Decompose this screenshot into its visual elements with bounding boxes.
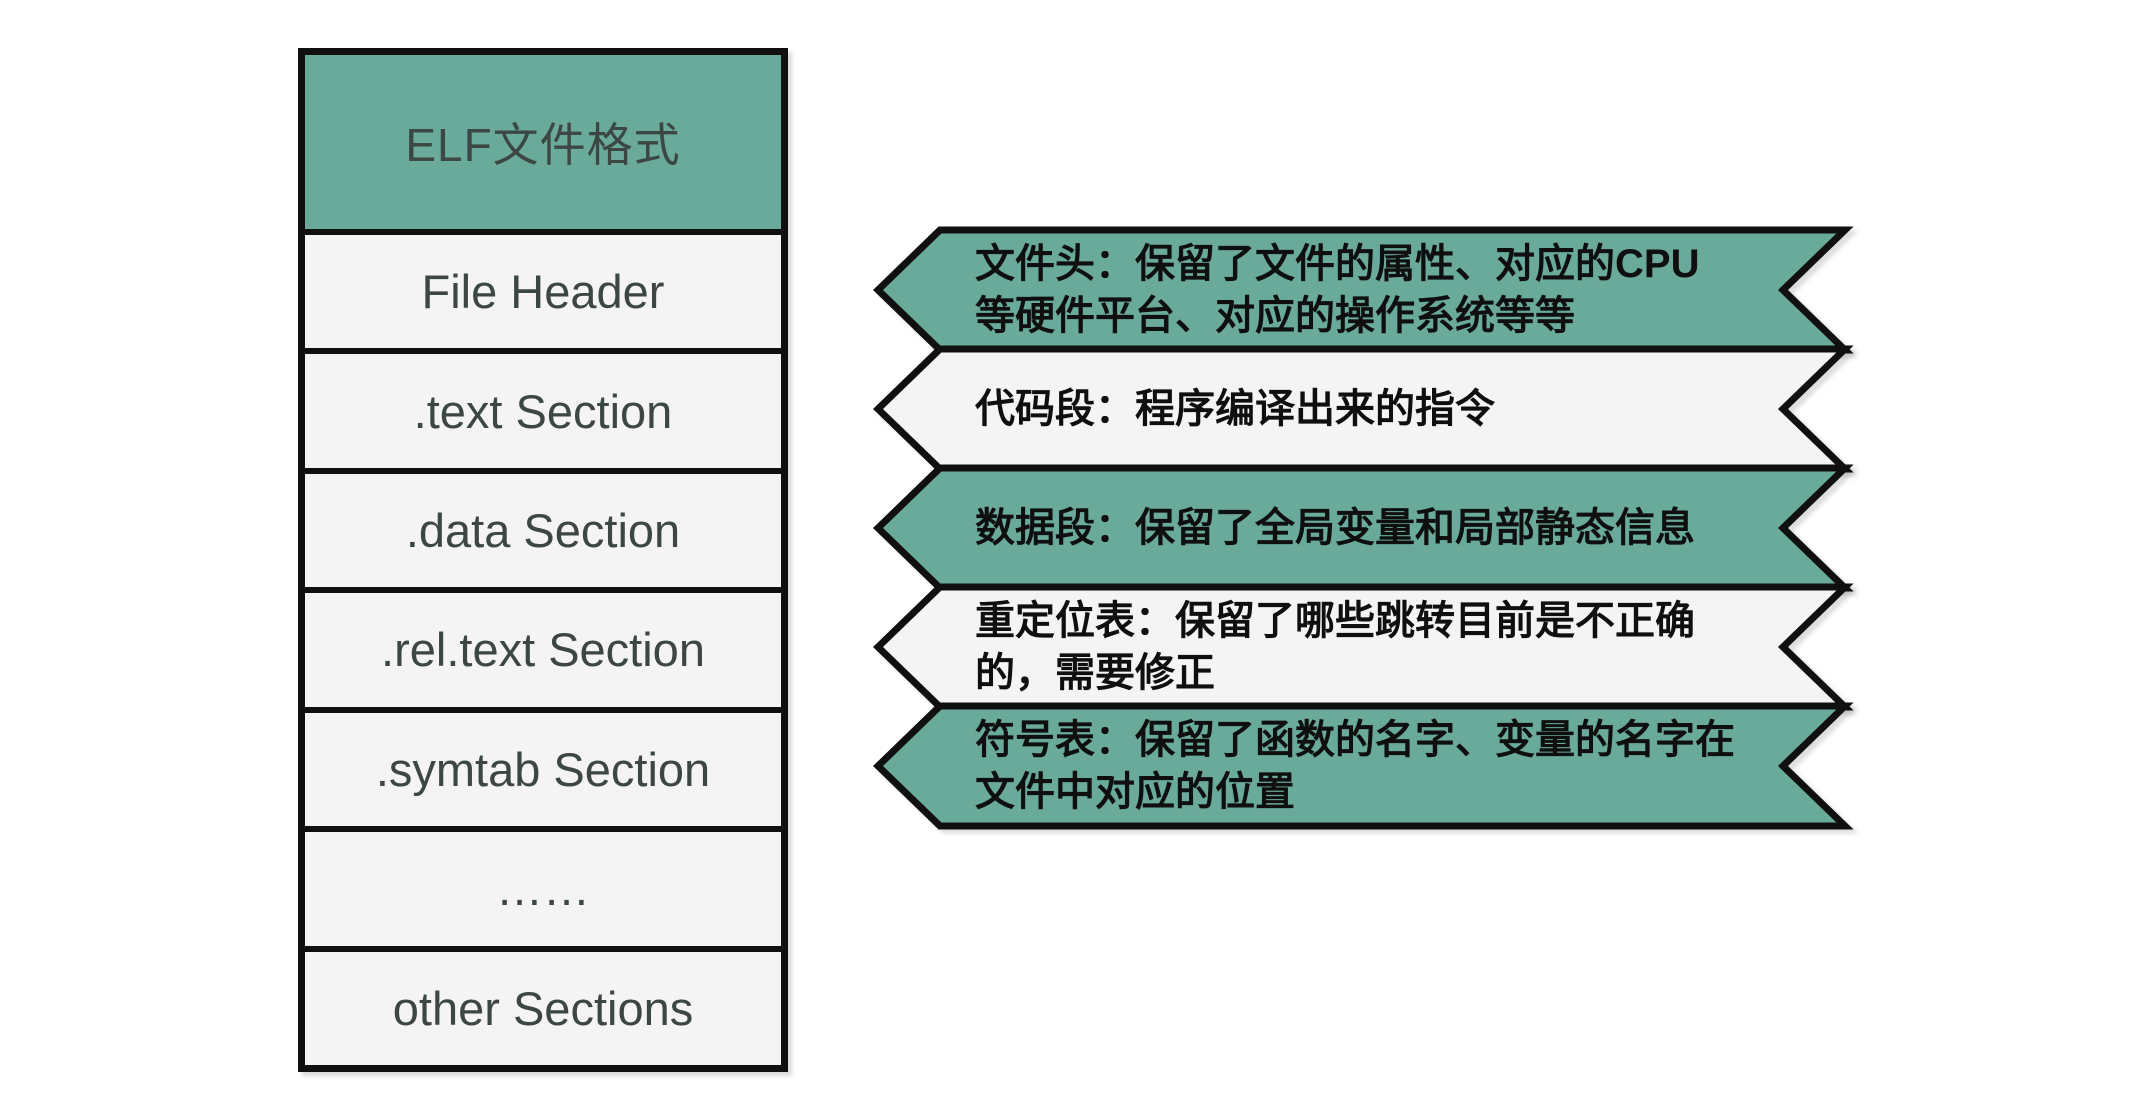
callout-text: 重定位表：保留了哪些跳转目前是不正确 的，需要修正	[975, 599, 1695, 695]
elf-structure-table: ELF文件格式 File Header .text Section .data …	[298, 48, 788, 1072]
callout-banner-file-header: 文件头：保留了文件的属性、对应的CPU 等硬件平台、对应的操作系统等等	[872, 226, 1854, 354]
callout-text: 符号表：保留了函数的名字、变量的名字在 文件中对应的位置	[975, 718, 1735, 814]
callout-banner-data-section: 数据段：保留了全局变量和局部静态信息	[872, 464, 1854, 592]
table-row-text-section: .text Section	[305, 348, 781, 468]
table-row-other-sections: other Sections	[305, 945, 781, 1065]
callout-banner-reltext-section: 重定位表：保留了哪些跳转目前是不正确 的，需要修正	[872, 583, 1854, 711]
callout-text: 数据段：保留了全局变量和局部静态信息	[975, 506, 1695, 550]
table-row-reltext-section: .rel.text Section	[305, 587, 781, 707]
callout-banner-symtab-section: 符号表：保留了函数的名字、变量的名字在 文件中对应的位置	[872, 702, 1854, 830]
callout-text: 文件头：保留了文件的属性、对应的CPU 等硬件平台、对应的操作系统等等	[975, 242, 1700, 338]
table-title-cell: ELF文件格式	[305, 55, 781, 229]
table-row-data-section: .data Section	[305, 467, 781, 588]
callout-banner-text-section: 代码段：程序编译出来的指令	[872, 345, 1854, 473]
callout-text: 代码段：程序编译出来的指令	[975, 387, 1495, 431]
ribbon-arrow-shape	[872, 702, 1854, 830]
table-row-file-header: File Header	[305, 229, 781, 349]
table-row-symtab-section: .symtab Section	[305, 706, 781, 827]
table-row-ellipsis: ……	[305, 826, 781, 946]
